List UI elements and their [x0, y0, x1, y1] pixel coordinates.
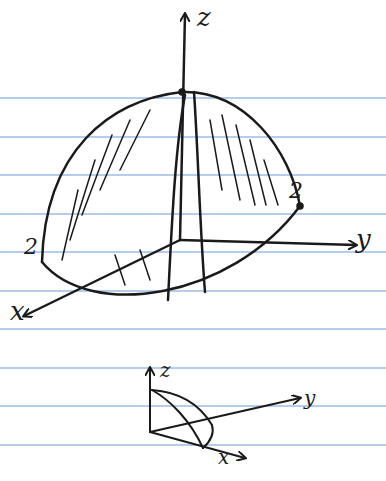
dimension-label: 2 [289, 180, 303, 202]
dimension-label: 2 [24, 236, 38, 258]
lower-sketch [150, 368, 300, 458]
axis-label: y [356, 226, 371, 252]
axis-label: z [160, 360, 171, 380]
axis-label: x [10, 298, 25, 324]
axis-label: x [218, 447, 229, 467]
upper-dome [42, 90, 303, 301]
axis-label: y [304, 388, 315, 408]
upper-axes [24, 14, 356, 316]
axis-label: z [197, 4, 211, 30]
hatching [62, 110, 278, 285]
ruled-lines [0, 98, 386, 445]
